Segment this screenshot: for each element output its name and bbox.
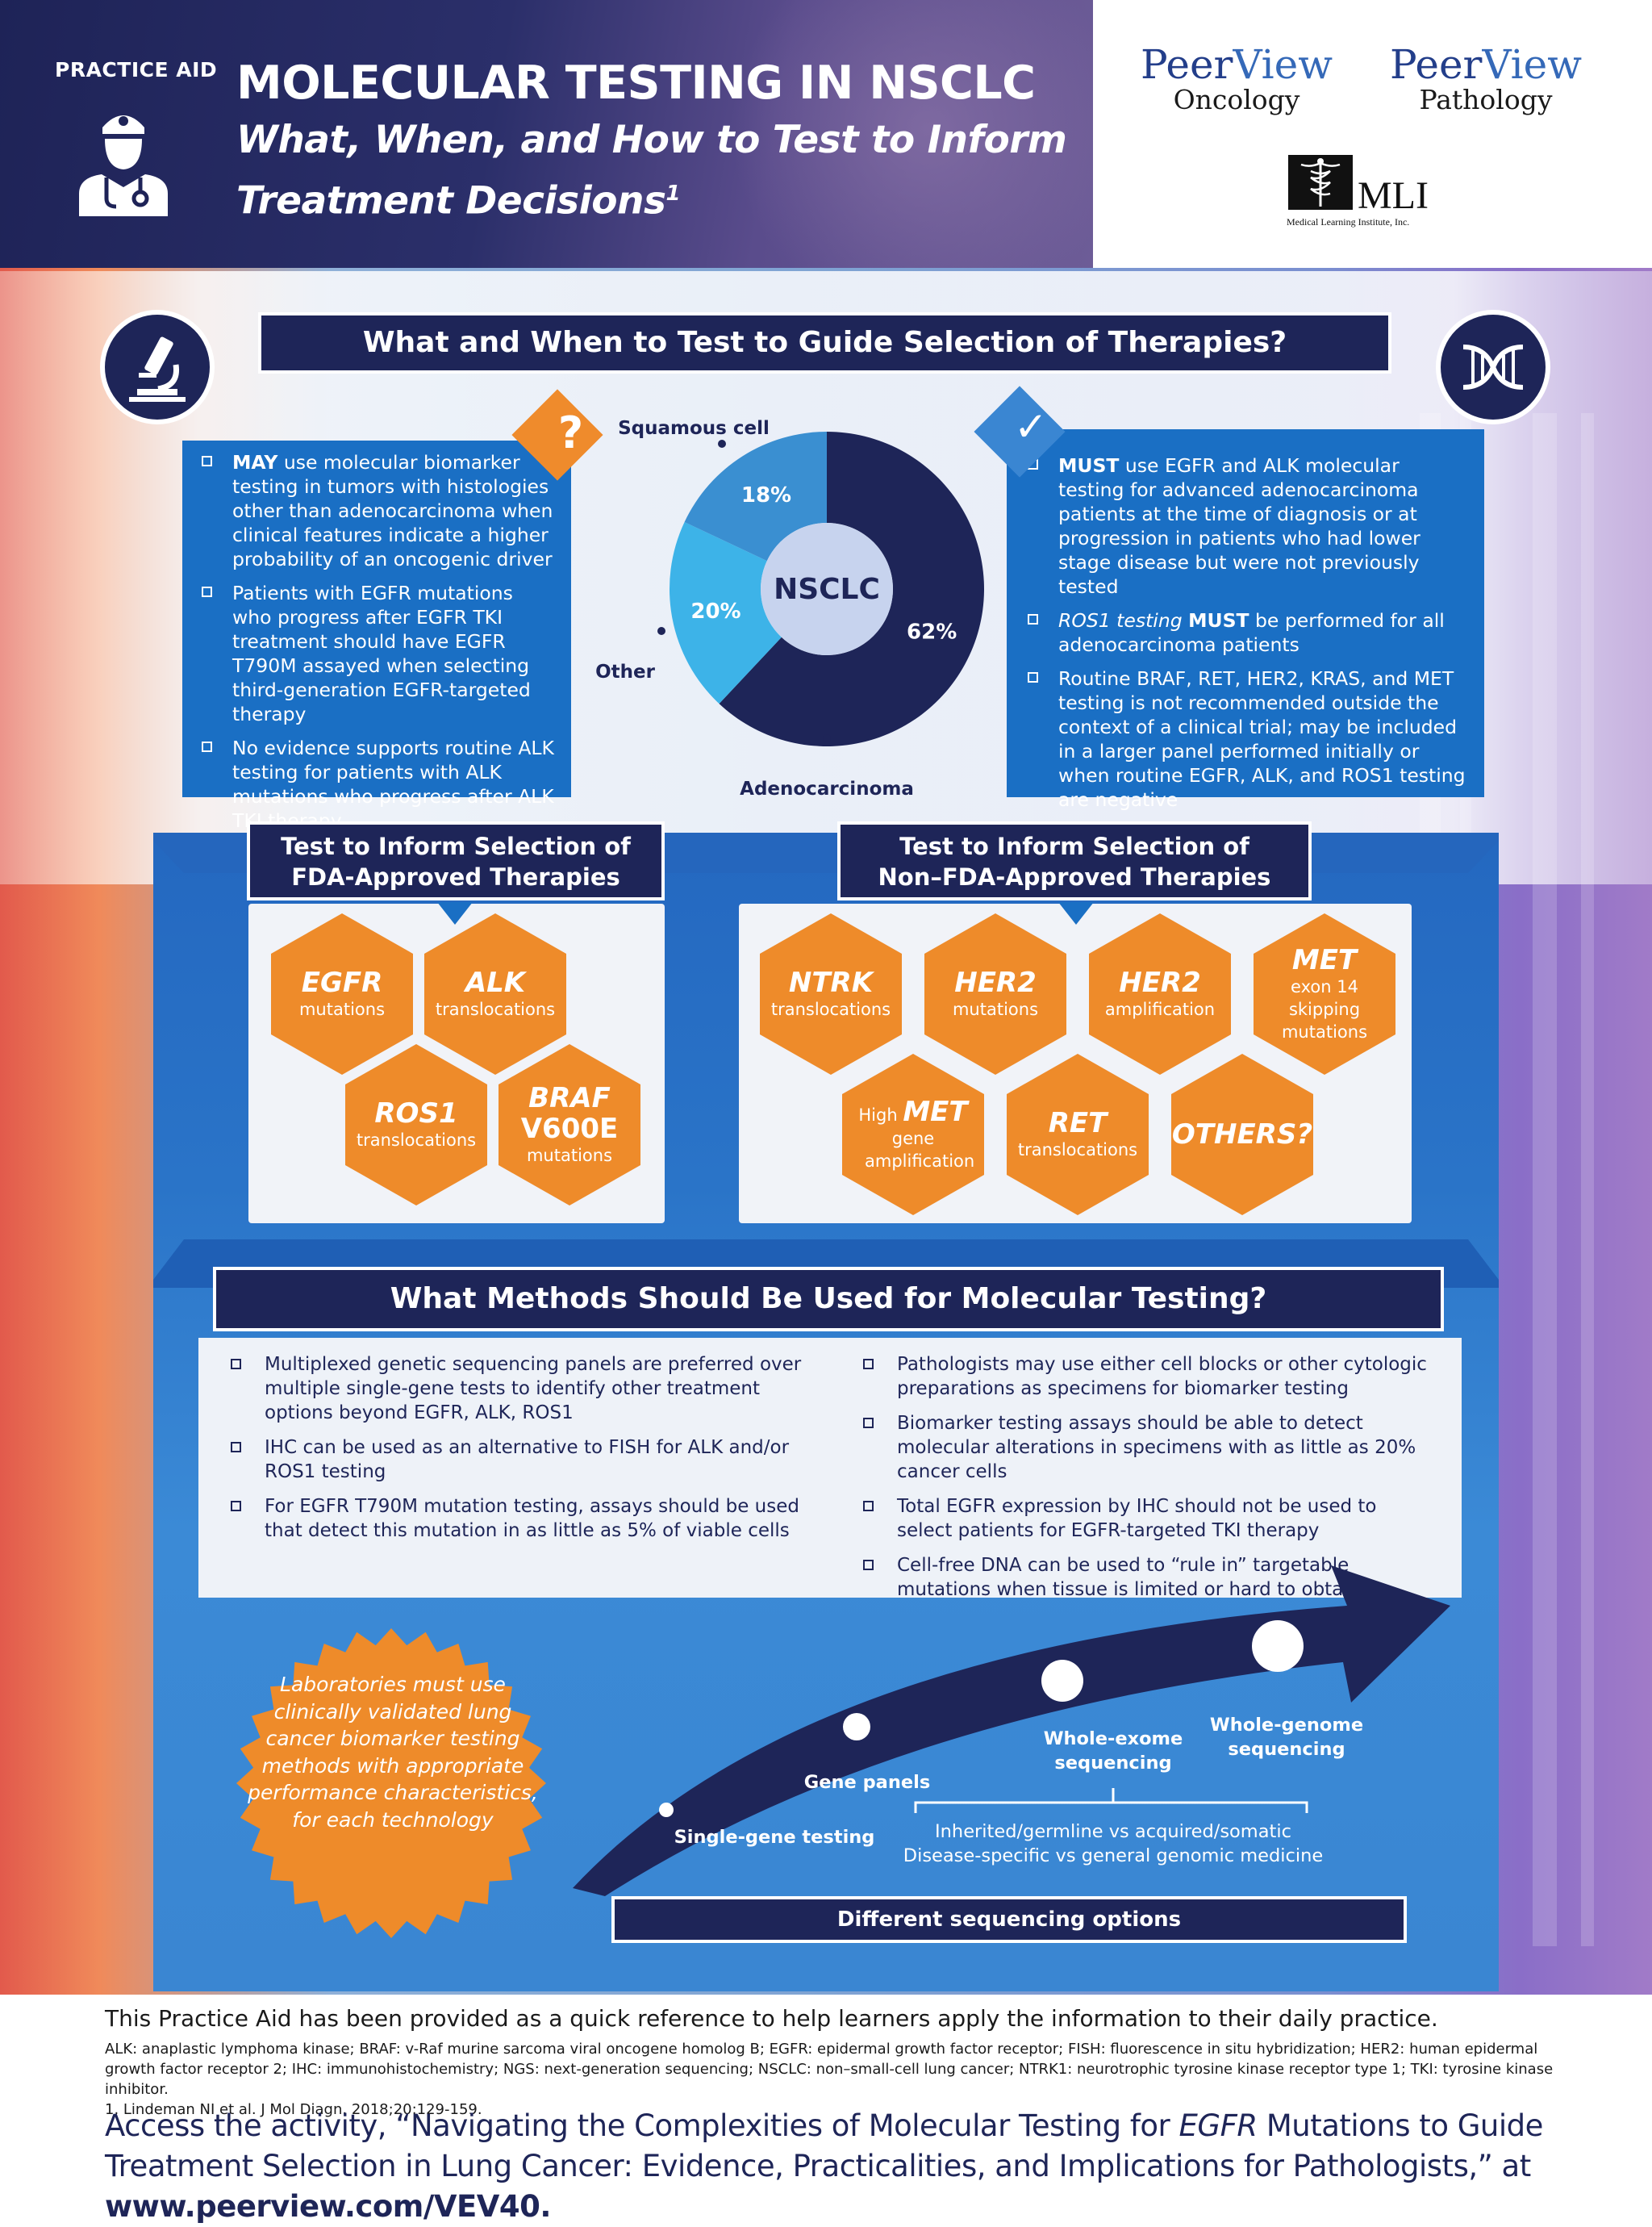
footer-disclaimer: This Practice Aid has been provided as a…: [105, 2005, 1438, 2032]
method-item: Total EGFR expression by IHC should not …: [855, 1494, 1436, 1543]
mli-logo-text: MLI: [1358, 174, 1429, 217]
method-item: For EGFR T790M mutation testing, assays …: [223, 1494, 803, 1543]
pie-slice-other: [684, 432, 827, 562]
method-item: IHC can be used as an alternative to FIS…: [223, 1435, 803, 1484]
methods-list-right: Pathologists may use either cell blocks …: [855, 1352, 1436, 1612]
pie-center: [761, 523, 893, 655]
seq-label-whole-genome: Whole-genome sequencing: [1209, 1715, 1364, 1760]
method-item: Biomarker testing assays should be able …: [855, 1411, 1436, 1484]
method-item: Multiplexed genetic sequencing panels ar…: [223, 1352, 803, 1425]
hex-others: OTHERS?: [1171, 1054, 1313, 1215]
microscope-icon: [100, 310, 215, 424]
section3-banner: What Methods Should Be Used for Molecula…: [213, 1267, 1444, 1331]
validation-seal-text: Laboratories must use clinically validat…: [248, 1673, 538, 1832]
page-subtitle: What, When, and How to Test to Inform Tr…: [236, 118, 1067, 224]
dna-icon: [1436, 310, 1550, 424]
may-item-2: Patients with EGFR mutations who progres…: [197, 581, 557, 726]
peerview-pathology-logo: PeerView Pathology: [1389, 41, 1583, 115]
validation-seal-icon: [236, 1628, 546, 1938]
pie-leader-dot: [718, 440, 726, 448]
mli-logo-subtitle: Medical Learning Institute, Inc.: [1287, 216, 1410, 228]
pie-value-label: 62%: [907, 620, 957, 645]
methods-list-left: Multiplexed genetic sequencing panels ar…: [223, 1352, 803, 1553]
peerview-oncology-logo: PeerView Oncology: [1140, 41, 1333, 115]
section1-banner: What and When to Test to Guide Selection…: [258, 312, 1391, 374]
practice-aid-label: PRACTICE AID: [55, 58, 218, 81]
doctor-icon: [79, 115, 168, 216]
pie-category-label: Adenocarcinoma: [740, 779, 914, 800]
method-item: Pathologists may use either cell blocks …: [855, 1352, 1436, 1401]
must-item-1: MUST use EGFR and ALK molecular testing …: [1023, 453, 1470, 599]
must-guidance-box: MUST use EGFR and ALK molecular testing …: [1007, 429, 1484, 811]
footer-access-activity: Access the activity, “Navigating the Com…: [105, 2108, 1543, 2224]
pie-leader-dot: [823, 734, 831, 742]
mli-logo-icon: [1288, 155, 1353, 210]
method-item: Cell-free DNA can be used to “rule in” t…: [855, 1553, 1436, 1602]
nsclc-histology-pie-chart: NSCLC 62% 20% 18%: [670, 432, 984, 746]
footer-abbreviations: ALK: anaplastic lymphoma kinase; BRAF: v…: [105, 2041, 1554, 2118]
pie-category-label: Other: [595, 662, 655, 683]
header-banner: [0, 0, 1093, 268]
may-item-3: No evidence supports routine ALK testing…: [197, 736, 557, 833]
pie-slice-squamous: [670, 521, 782, 704]
pie-category-label: Squamous cell: [618, 418, 770, 439]
may-guidance-box: MAY use molecular biomarker testing in t…: [182, 441, 571, 832]
pie-center-label: NSCLC: [774, 573, 880, 606]
sequencing-options-banner: Different sequencing options: [611, 1896, 1407, 1943]
may-item-1: MAY use molecular biomarker testing in t…: [197, 450, 557, 571]
sequencing-progression-arrow: [573, 1565, 1450, 1896]
pie-value-label: 20%: [690, 600, 740, 624]
arrow-down-icon: [1058, 902, 1094, 925]
page-title: MOLECULAR TESTING IN NSCLC: [236, 56, 1036, 110]
seq-label-whole-exome: Whole-exome sequencing: [1043, 1728, 1183, 1774]
pie-slice-adenocarcinoma: [719, 432, 984, 746]
pie-leader-dot: [657, 627, 665, 635]
question-mark-icon: ?: [557, 407, 584, 458]
seq-label-single-gene: Single-gene testing: [674, 1827, 875, 1848]
must-item-2: ROS1 testing MUST be performed for all a…: [1023, 608, 1470, 657]
seq-label-gene-panels: Gene panels: [803, 1772, 931, 1793]
arrow-down-icon: [437, 902, 473, 925]
activity-link[interactable]: www.peerview.com/VEV40.: [105, 2189, 551, 2224]
must-item-3: Routine BRAF, RET, HER2, KRAS, and MET t…: [1023, 666, 1470, 812]
pie-value-label: 18%: [741, 483, 791, 508]
check-mark-icon: ✓: [1014, 403, 1048, 450]
